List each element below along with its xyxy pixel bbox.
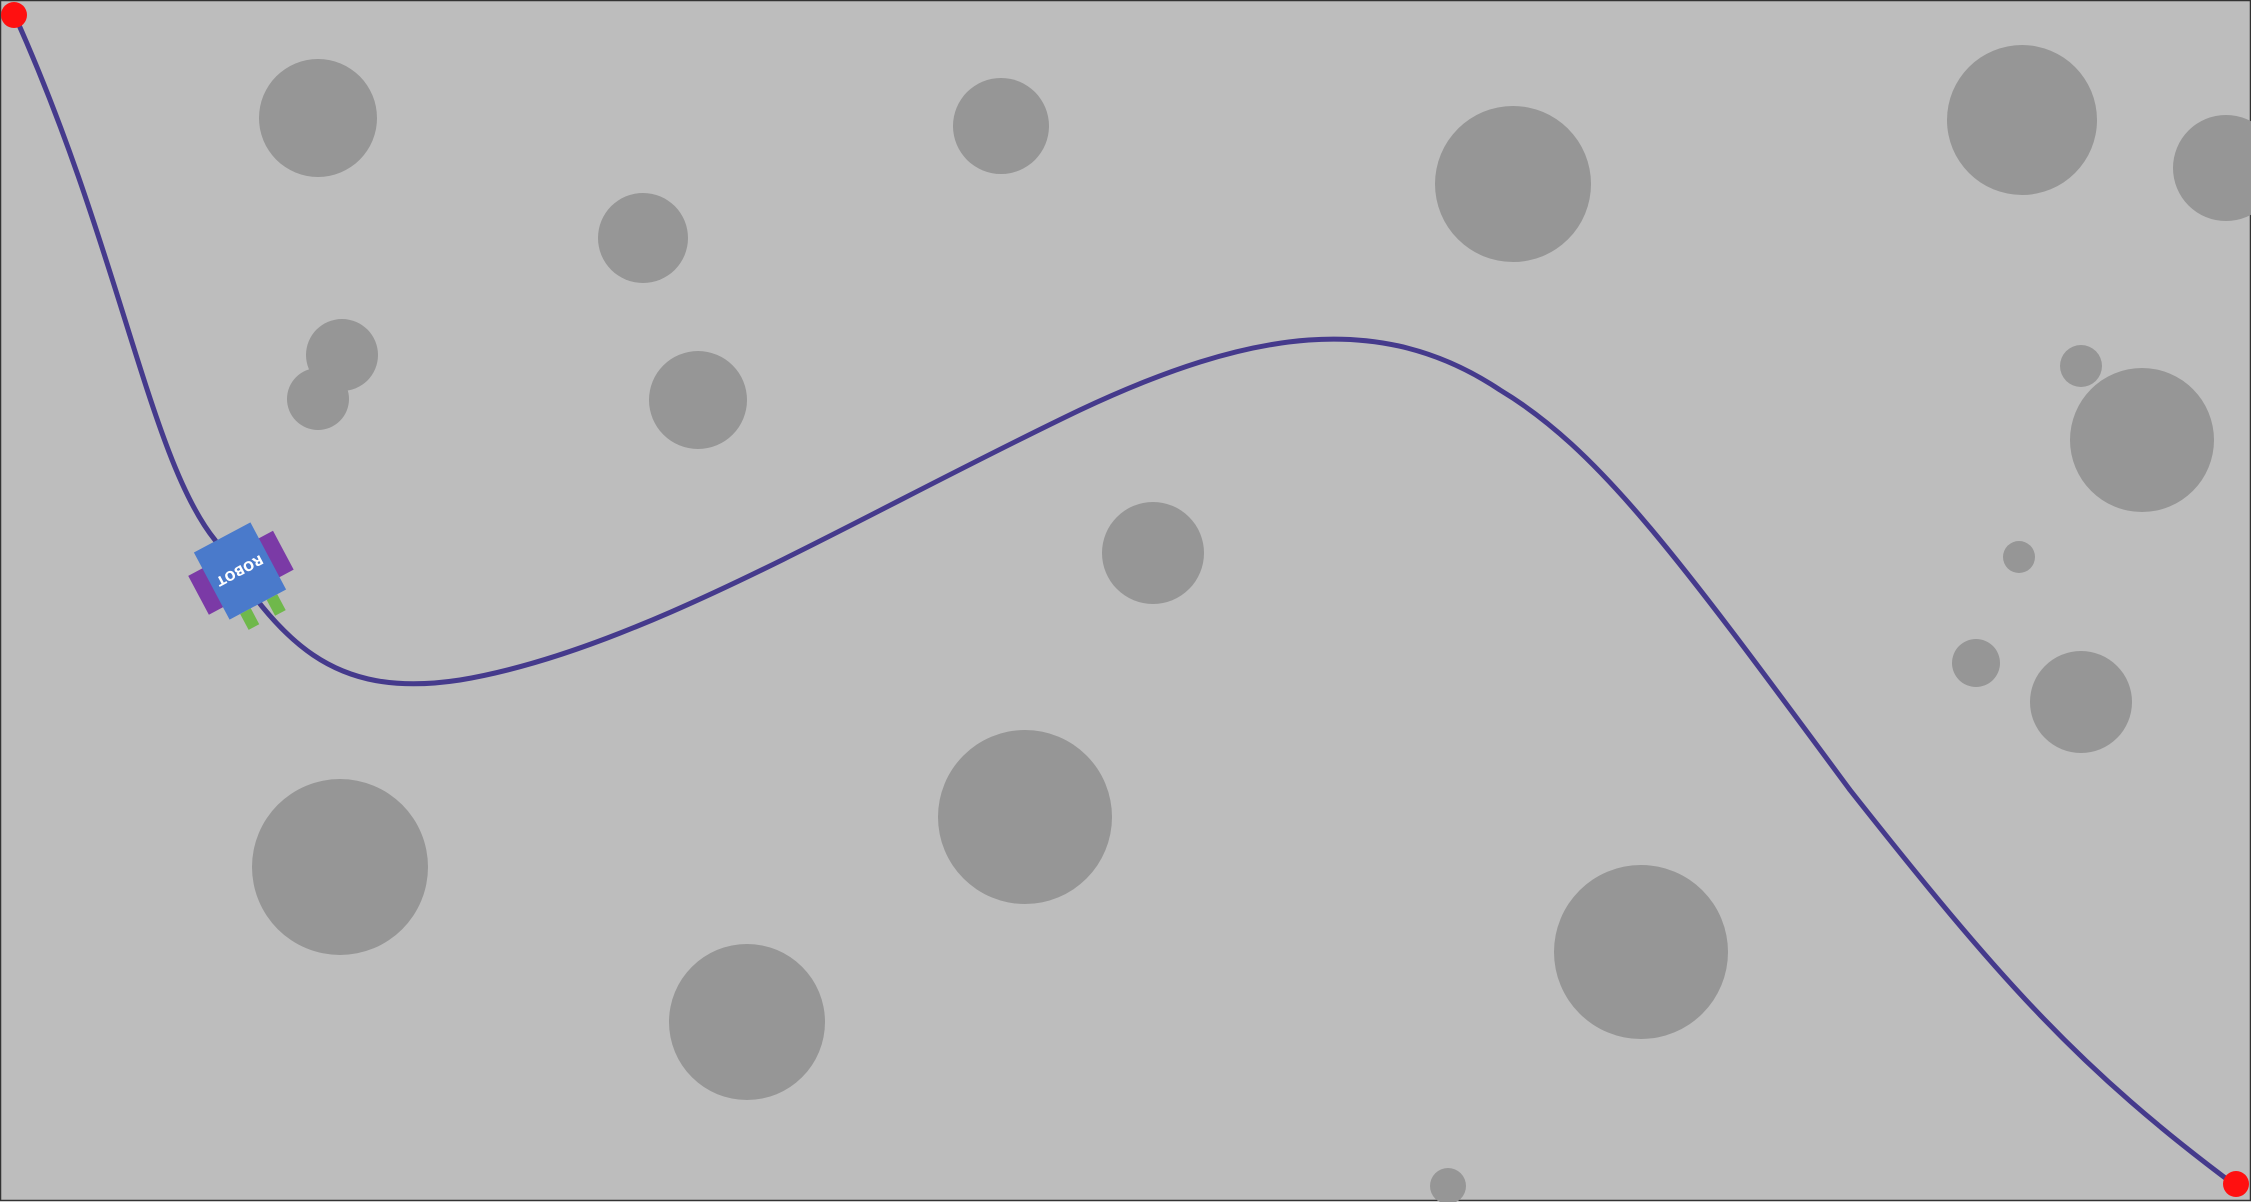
obstacle <box>938 730 1112 904</box>
obstacle <box>1430 1168 1466 1202</box>
start-waypoint[interactable] <box>1 2 27 28</box>
obstacle <box>2030 651 2132 753</box>
robot-left-sensor <box>240 608 260 630</box>
obstacle <box>2070 368 2214 512</box>
obstacle <box>2173 115 2251 221</box>
obstacle <box>598 193 688 283</box>
robot-left-track <box>188 567 225 615</box>
robot[interactable]: ROBOT <box>180 515 309 643</box>
robot-right-track <box>257 530 294 579</box>
goal-waypoint[interactable] <box>2223 1171 2249 1197</box>
obstacle <box>953 78 1049 174</box>
obstacle <box>259 59 377 177</box>
obstacle <box>649 351 747 449</box>
planned-path <box>12 13 2239 1189</box>
obstacle <box>287 368 349 430</box>
obstacle <box>2003 541 2035 573</box>
obstacle <box>1952 639 2000 687</box>
obstacle <box>252 779 428 955</box>
obstacle <box>1102 502 1204 604</box>
robot-right-sensor <box>266 594 286 616</box>
obstacle <box>669 944 825 1100</box>
obstacle <box>1435 106 1591 262</box>
obstacle <box>1554 865 1728 1039</box>
obstacles <box>252 45 2251 1202</box>
obstacle <box>2060 345 2102 387</box>
robot-body <box>193 522 287 620</box>
obstacle <box>1947 45 2097 195</box>
